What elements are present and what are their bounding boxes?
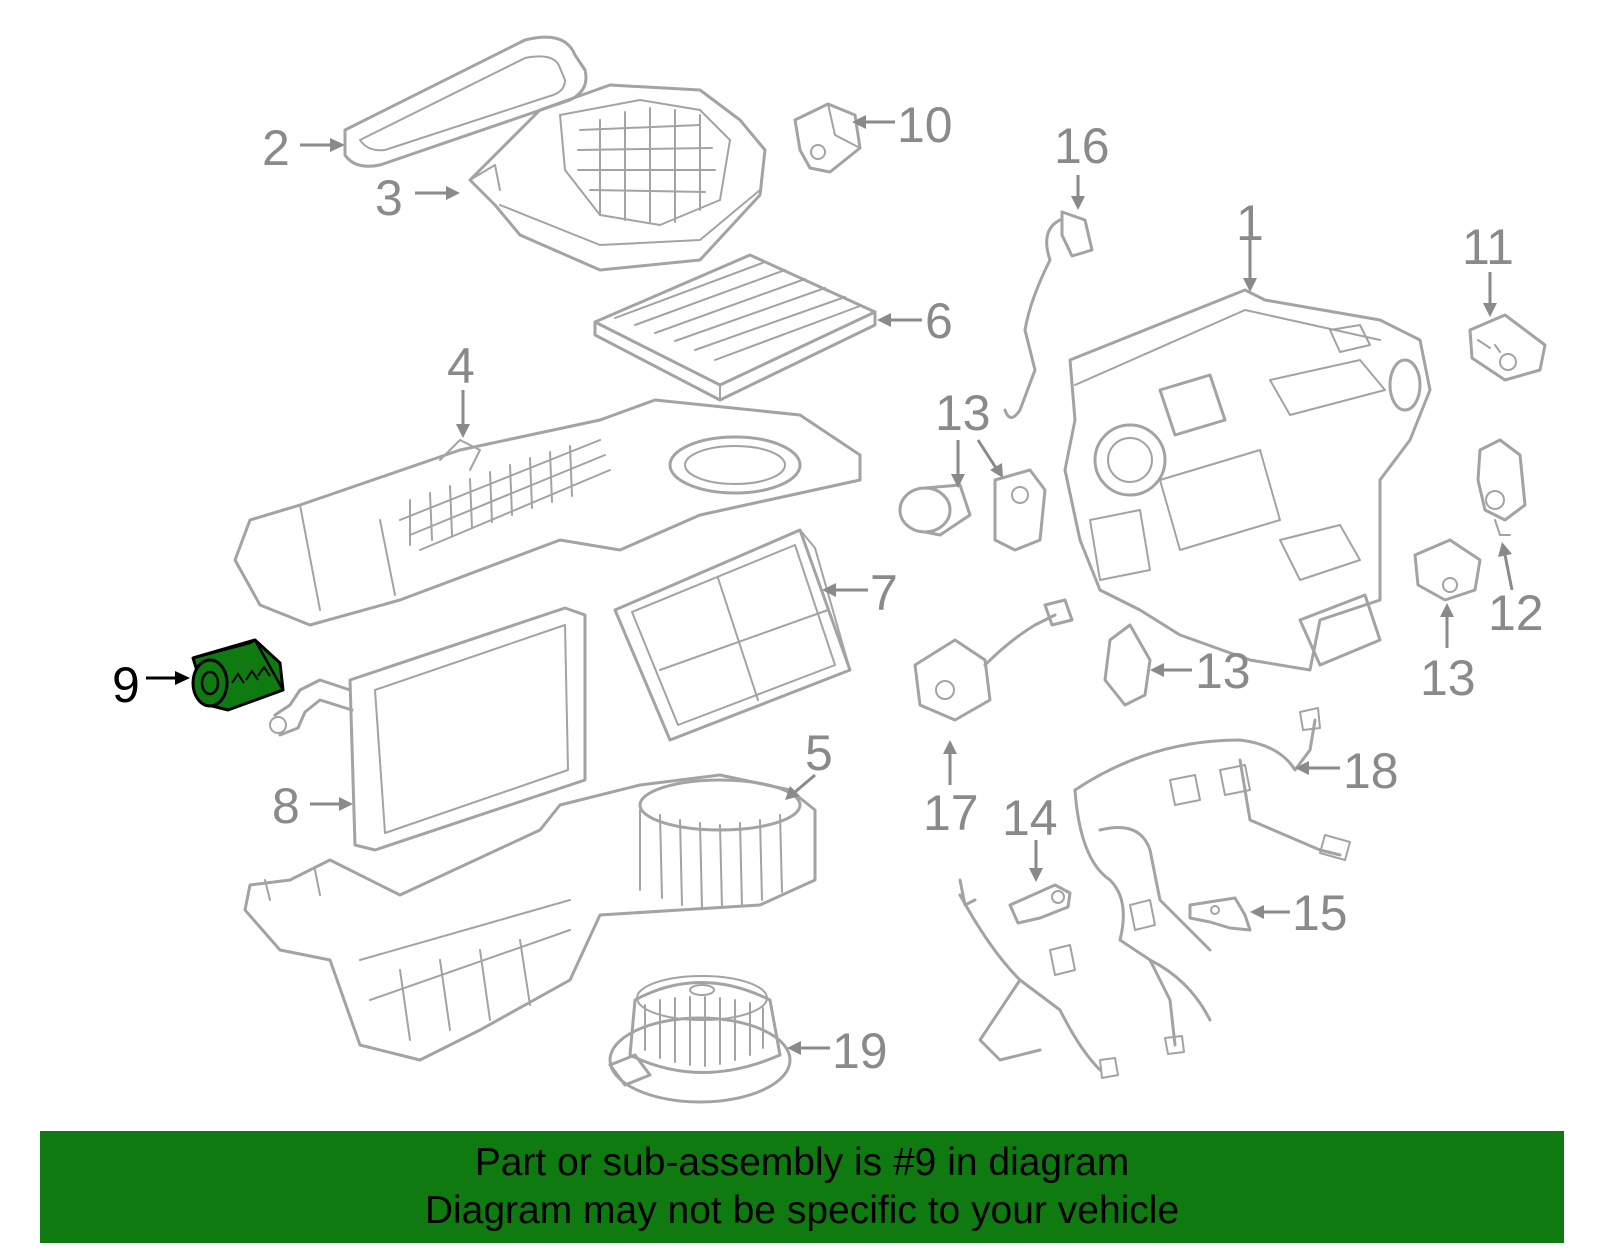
part-2-seal — [343, 35, 588, 168]
part-3-upper-case — [468, 83, 767, 272]
parts-diagram: 1 2 3 4 5 6 7 8 9 10 11 12 13 13 13 14 1… — [112, 35, 1547, 1104]
callout-labels: 1 2 3 4 5 6 7 8 9 10 11 12 13 13 13 14 1… — [112, 97, 1544, 1079]
callout-13-middle: 13 — [1195, 643, 1251, 699]
callout-17: 17 — [923, 785, 979, 841]
part-13-actuator-a — [898, 483, 972, 537]
part-1-hvac-module — [1063, 288, 1432, 672]
callout-15: 15 — [1292, 885, 1348, 941]
callout-1: 1 — [1236, 195, 1264, 251]
part-13-actuator-d — [1413, 538, 1482, 602]
callout-19: 19 — [832, 1023, 888, 1079]
part-13-actuator-c — [1103, 623, 1152, 707]
callout-13-right: 13 — [1420, 650, 1476, 706]
callout-12: 12 — [1488, 585, 1544, 641]
part-5-lower-case — [243, 773, 817, 1062]
leader-arrows — [146, 115, 1514, 1055]
part-14-bracket — [1008, 883, 1072, 925]
part-11-sensor — [1468, 313, 1547, 382]
info-banner: Part or sub-assembly is #9 in diagram Di… — [40, 1131, 1564, 1243]
callout-7: 7 — [870, 565, 898, 621]
callout-5: 5 — [805, 725, 833, 781]
callout-16: 16 — [1054, 118, 1110, 174]
callout-4: 4 — [447, 338, 475, 394]
part-18-wiring-harness — [958, 707, 1351, 1079]
part-8-evaporator — [269, 606, 587, 852]
callout-14: 14 — [1002, 790, 1058, 846]
callout-9[interactable]: 9 — [112, 657, 140, 713]
callout-10: 10 — [897, 97, 953, 153]
part-17-actuator-harness — [913, 598, 1074, 722]
part-19-blower-motor — [608, 975, 792, 1104]
banner-line-2: Diagram may not be specific to your vehi… — [424, 1189, 1180, 1232]
callout-18: 18 — [1343, 743, 1399, 799]
part-4-evap-case — [233, 398, 862, 627]
banner-line-1: Part or sub-assembly is #9 in diagram — [474, 1141, 1130, 1184]
part-12-sensor — [1476, 438, 1527, 536]
part-15-clip — [1188, 896, 1252, 932]
callout-8: 8 — [272, 778, 300, 834]
part-6-filter — [593, 253, 877, 402]
part-7-heater-core — [613, 528, 852, 742]
callout-13-left: 13 — [935, 385, 991, 441]
part-13-actuator-b — [993, 468, 1047, 552]
part-9-highlighted[interactable] — [191, 638, 285, 712]
part-16-sensor-wire — [1003, 210, 1094, 419]
part-10-sensor — [793, 102, 862, 174]
callout-11: 11 — [1462, 219, 1514, 275]
callout-2: 2 — [262, 120, 290, 176]
callout-6: 6 — [925, 293, 953, 349]
callout-3: 3 — [375, 170, 403, 226]
